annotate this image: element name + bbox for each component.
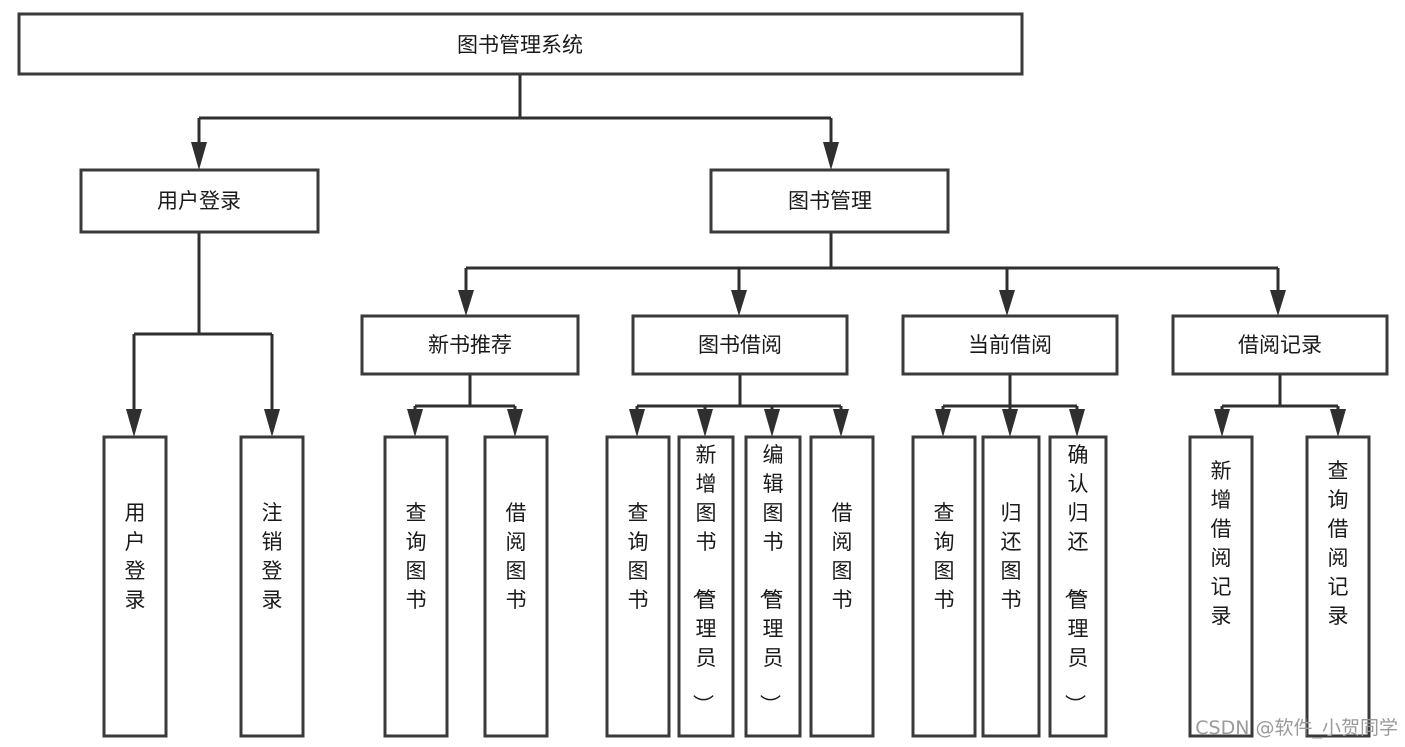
arrow-head-leaf-logout-login: [264, 409, 280, 437]
node-leaf-add-book-label: 新增图书（管理员）: [691, 443, 717, 715]
node-leaf-confirm-return-box[interactable]: [1048, 435, 1108, 738]
arrow-head-leaf-add-book: [697, 409, 713, 437]
node-leaf-borrow-book-1-box[interactable]: [483, 435, 549, 738]
node-leaf-query-record-label: 查询借阅记录: [1328, 459, 1349, 628]
node-leaf-logout-login-label: 注销登录: [262, 501, 283, 612]
node-leaf-user-login[interactable]: 用户登录: [102, 435, 168, 738]
node-leaf-confirm-return-label: 确认归还（管理员）: [1063, 443, 1089, 715]
node-book-borrow-box[interactable]: [631, 314, 849, 376]
node-leaf-query-book-3-box[interactable]: [911, 435, 977, 738]
node-book-manage[interactable]: 图书管理: [709, 168, 950, 234]
node-book-borrow-label: 图书借阅: [698, 333, 782, 357]
node-leaf-query-book-1[interactable]: 查询图书: [383, 435, 449, 738]
node-leaf-return-book-box[interactable]: [981, 435, 1041, 738]
node-leaf-query-book-3[interactable]: 查询图书: [911, 435, 977, 738]
arrow-head-leaf-user-login: [126, 409, 142, 437]
node-leaf-query-book-2[interactable]: 查询图书: [605, 435, 671, 738]
node-borrow-record-box[interactable]: [1171, 314, 1389, 376]
node-leaf-query-book-1-label: 查询图书: [406, 501, 427, 612]
node-borrow-record-label: 借阅记录: [1238, 333, 1322, 357]
node-leaf-add-book-box[interactable]: [677, 435, 735, 738]
arrow-head-leaf-edit-book: [764, 409, 780, 437]
node-user-login[interactable]: 用户登录: [79, 168, 320, 234]
node-leaf-logout-login[interactable]: 注销登录: [239, 435, 305, 738]
node-leaf-query-book-2-box[interactable]: [605, 435, 671, 738]
node-leaf-borrow-book-2[interactable]: 借阅图书: [809, 435, 875, 738]
arrow-head-leaf-borrow-book-2: [833, 409, 849, 437]
arrow-head-leaf-query-record: [1330, 409, 1346, 437]
arrow-head-leaf-return-book: [1002, 409, 1018, 437]
node-leaf-edit-book-box[interactable]: [744, 435, 802, 738]
arrow-head-leaf-confirm-return: [1069, 409, 1085, 437]
node-leaf-return-book[interactable]: 归还图书: [981, 435, 1041, 738]
node-new-book-rec-label: 新书推荐: [428, 333, 512, 357]
connector-layer: [126, 74, 1346, 437]
node-new-book-rec[interactable]: 新书推荐: [360, 314, 580, 376]
node-book-manage-box[interactable]: [709, 168, 950, 234]
arrow-head-book-manage: [823, 142, 839, 170]
arrow-head-leaf-query-book-2: [629, 409, 645, 437]
node-leaf-confirm-return[interactable]: 确认归还（管理员）: [1048, 435, 1108, 738]
node-leaf-query-book-2-label: 查询图书: [628, 501, 649, 612]
node-leaf-query-record[interactable]: 查询借阅记录: [1305, 435, 1371, 738]
node-leaf-add-record-label: 新增借阅记录: [1211, 459, 1232, 628]
arrow-head-borrow-record: [1270, 290, 1286, 316]
node-leaf-return-book-label: 归还图书: [1001, 501, 1022, 612]
node-leaf-edit-book[interactable]: 编辑图书（管理员）: [744, 435, 802, 738]
node-leaf-query-book-1-box[interactable]: [383, 435, 449, 738]
node-root-label: 图书管理系统: [457, 33, 583, 57]
node-leaf-add-book[interactable]: 新增图书（管理员）: [677, 435, 735, 738]
arrow-head-leaf-borrow-book-1: [507, 409, 523, 437]
node-leaf-user-login-box[interactable]: [102, 435, 168, 738]
csdn-watermark: CSDN @软件_小贺同学: [1195, 717, 1398, 739]
node-root-box[interactable]: [17, 12, 1024, 76]
node-leaf-query-book-3-label: 查询图书: [934, 501, 955, 612]
arrow-head-current-borrow: [999, 290, 1015, 316]
node-new-book-rec-box[interactable]: [360, 314, 580, 376]
node-root[interactable]: 图书管理系统: [17, 12, 1024, 76]
arrow-head-leaf-query-book-3: [935, 409, 951, 437]
node-leaf-borrow-book-2-label: 借阅图书: [832, 501, 853, 612]
arrow-head-new-book-rec: [458, 290, 474, 316]
node-leaf-user-login-label: 用户登录: [125, 501, 146, 612]
node-leaf-add-record-box[interactable]: [1188, 435, 1254, 738]
node-leaf-add-record[interactable]: 新增借阅记录: [1188, 435, 1254, 738]
node-book-borrow[interactable]: 图书借阅: [631, 314, 849, 376]
node-book-manage-label: 图书管理: [788, 189, 872, 213]
node-user-login-box[interactable]: [79, 168, 320, 234]
node-leaf-edit-book-label: 编辑图书（管理员）: [758, 443, 784, 715]
node-leaf-borrow-book-2-box[interactable]: [809, 435, 875, 738]
node-borrow-record[interactable]: 借阅记录: [1171, 314, 1389, 376]
node-user-login-label: 用户登录: [157, 189, 241, 213]
arrow-head-leaf-query-book-1: [407, 409, 423, 437]
arrow-head-user-login: [191, 142, 207, 170]
arrow-head-book-borrow: [731, 290, 747, 316]
node-leaf-query-record-box[interactable]: [1305, 435, 1371, 738]
node-leaf-borrow-book-1[interactable]: 借阅图书: [483, 435, 549, 738]
node-current-borrow-label: 当前借阅: [968, 333, 1052, 357]
node-current-borrow[interactable]: 当前借阅: [901, 314, 1119, 376]
node-leaf-borrow-book-1-label: 借阅图书: [506, 501, 527, 612]
node-current-borrow-box[interactable]: [901, 314, 1119, 376]
arrow-head-leaf-add-record: [1214, 409, 1230, 437]
node-leaf-logout-login-box[interactable]: [239, 435, 305, 738]
